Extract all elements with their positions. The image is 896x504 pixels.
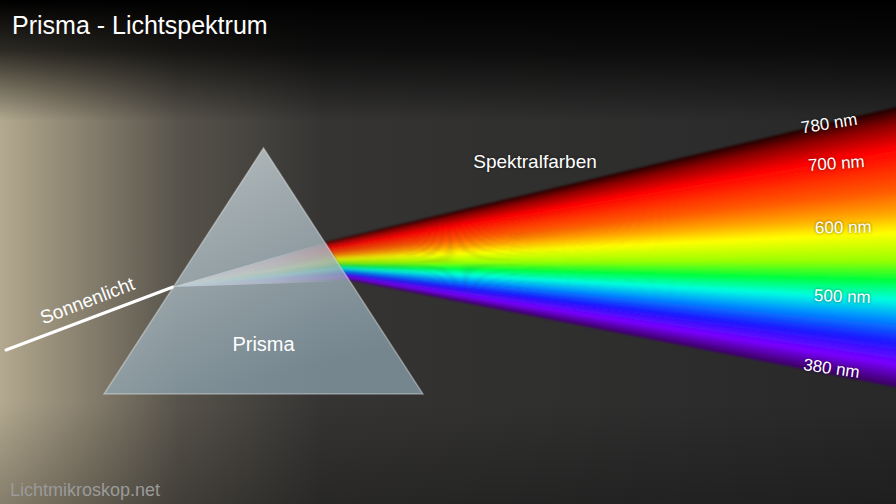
diagram-title: Prisma - Lichtspektrum bbox=[12, 12, 268, 40]
node-label: Prisma bbox=[232, 333, 294, 355]
prism-outline bbox=[103, 147, 424, 395]
ray-label: Sonnenlicht bbox=[38, 273, 138, 328]
watermark: Lichtmikroskop.net bbox=[10, 481, 160, 501]
wavelength-label: 500 nm bbox=[813, 287, 870, 308]
wavelength-label: 380 nm bbox=[802, 356, 861, 382]
prism-triangle bbox=[104, 148, 423, 394]
spectrum-band bbox=[348, 280, 896, 388]
wavelength-label: 700 nm bbox=[807, 153, 865, 176]
prism-shape: Prisma bbox=[103, 147, 424, 395]
wavelength-label: 780 nm bbox=[800, 110, 859, 137]
spectrum-band bbox=[337, 256, 896, 262]
spectrum-label: Spektralfarben bbox=[473, 152, 597, 173]
spectrum-beam bbox=[325, 106, 896, 388]
wavelength-label: 600 nm bbox=[814, 218, 871, 238]
